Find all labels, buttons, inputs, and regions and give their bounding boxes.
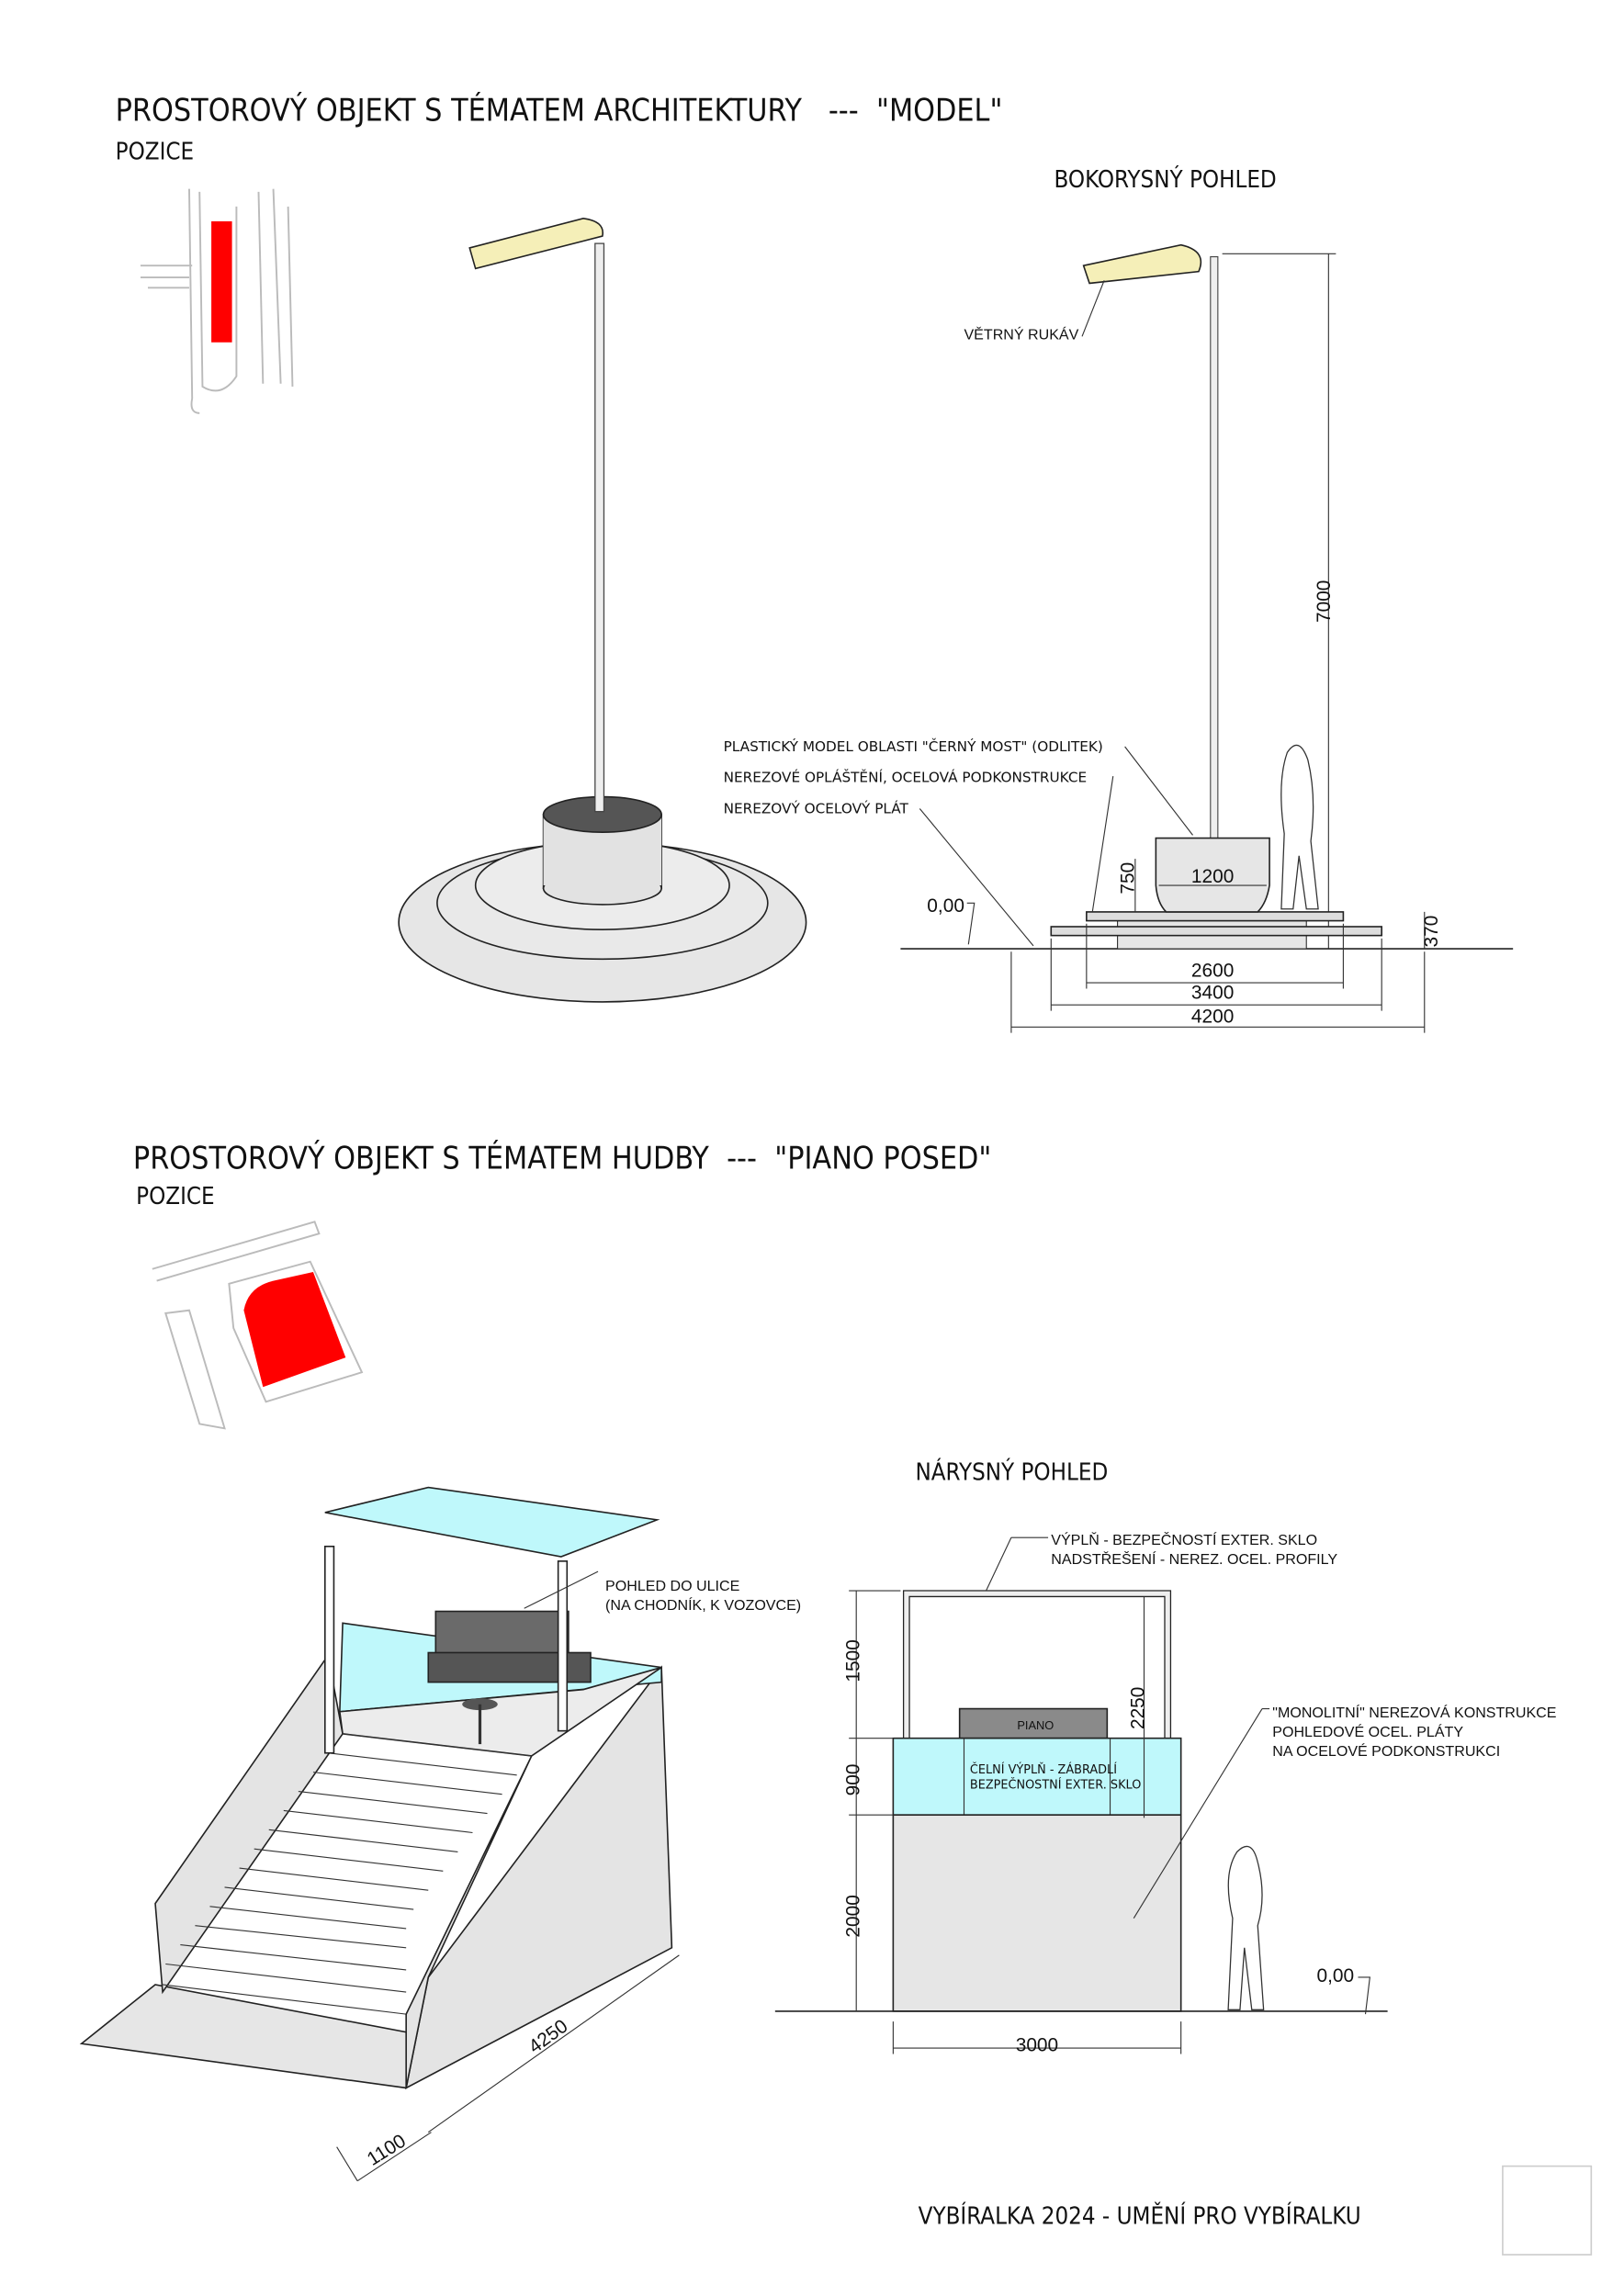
human-figure — [1227, 1845, 1265, 2010]
model-perspective — [398, 217, 807, 1003]
dim-w1: 2600 — [1191, 961, 1234, 982]
dim-pedestal-width: 1200 — [1191, 866, 1234, 887]
position-marker — [243, 1271, 346, 1388]
windsock-label: VĚTRNÝ RUKÁV — [964, 326, 1078, 343]
struct-label-2: POHLEDOVÉ OCEL. PLÁTY — [1272, 1723, 1463, 1740]
struct-label-1: "MONOLITNÍ" NEREZOVÁ KONSTRUKCE — [1272, 1704, 1556, 1721]
section-title-music: PROSTOROVÝ OBJEKT S TÉMATEM HUDBY --- "P… — [133, 1139, 991, 1176]
dim-w3: 4200 — [1191, 1006, 1234, 1027]
dim-base: 2000 — [842, 1895, 863, 1937]
footer-title: VYBÍRALKA 2024 - UMĚNÍ PRO VYBÍRALKU — [919, 2200, 1361, 2230]
dim-total: 2250 — [1128, 1687, 1149, 1729]
front-view-heading: NÁRYSNÝ POHLED — [915, 1458, 1108, 1487]
side-view-heading: BOKORYSNÝ POHLED — [1054, 164, 1276, 194]
dim-width: 3000 — [1016, 2034, 1058, 2055]
struct-label-3: NA OCELOVÉ PODKONSTRUKCI — [1272, 1742, 1500, 1760]
piano-label: PIANO — [1017, 1718, 1054, 1732]
dim-railing: 900 — [842, 1763, 863, 1795]
position-marker — [211, 221, 232, 343]
label-plate: NEREZOVÝ OCELOVÝ PLÁT — [724, 799, 909, 816]
position-label-music: POZICE — [136, 1183, 215, 1210]
level-label: 0,00 — [1316, 1965, 1354, 1986]
piano-front — [958, 1707, 1109, 1739]
dim-roof: 1500 — [842, 1639, 863, 1682]
windsock — [468, 217, 604, 270]
view-label-2: (NA CHODNÍK, K VOZOVCE) — [605, 1596, 801, 1614]
position-map-architecture — [140, 188, 294, 414]
piano-perspective: POHLED DO ULICE (NA CHODNÍK, K VOZOVCE) … — [79, 1486, 801, 2182]
label-model: PLASTICKÝ MODEL OBLASTI "ČERNÝ MOST" (OD… — [724, 737, 1103, 755]
stamp-box — [1502, 2165, 1593, 2256]
side-view-drawing: 7000 VĚTRNÝ RUKÁV PLASTICKÝ MODEL OBLAST… — [724, 243, 1514, 1033]
glass-label-1: ČELNÍ VÝPLŇ - ZÁBRADLÍ — [970, 1762, 1117, 1777]
glass-label-2: BEZPEČNOSTNÍ EXTER. SKLO — [970, 1777, 1141, 1792]
position-map-music — [152, 1221, 364, 1430]
position-label: POZICE — [116, 139, 195, 166]
label-cladding: NEREZOVÉ OPLÁŠTĚNÍ, OCELOVÁ PODKONSTRUKC… — [724, 769, 1088, 786]
dim-pedestal-height: 750 — [1117, 862, 1138, 895]
level-label: 0,00 — [927, 895, 964, 917]
dim-height: 7000 — [1314, 580, 1335, 623]
front-view-drawing: PIANO ČELNÍ VÝPLŇ - ZÁBRADLÍ BEZPEČNOSTN… — [774, 1531, 1557, 2055]
roof-label-2: NADSTŘEŠENÍ - NEREZ. OCEL. PROFILY — [1051, 1550, 1337, 1568]
dim-w2: 3400 — [1191, 983, 1234, 1004]
dim-base-height: 370 — [1421, 916, 1442, 948]
human-figure — [1280, 744, 1319, 910]
glass-roof — [324, 1486, 660, 1558]
roof-label-1: VÝPLŇ - BEZPEČNOSTÍ EXTER. SKLO — [1051, 1531, 1317, 1548]
pole — [594, 242, 605, 813]
view-label-1: POHLED DO ULICE — [605, 1578, 740, 1594]
section-title-architecture: PROSTOROVÝ OBJEKT S TÉMATEM ARCHITEKTURY… — [116, 92, 1003, 129]
